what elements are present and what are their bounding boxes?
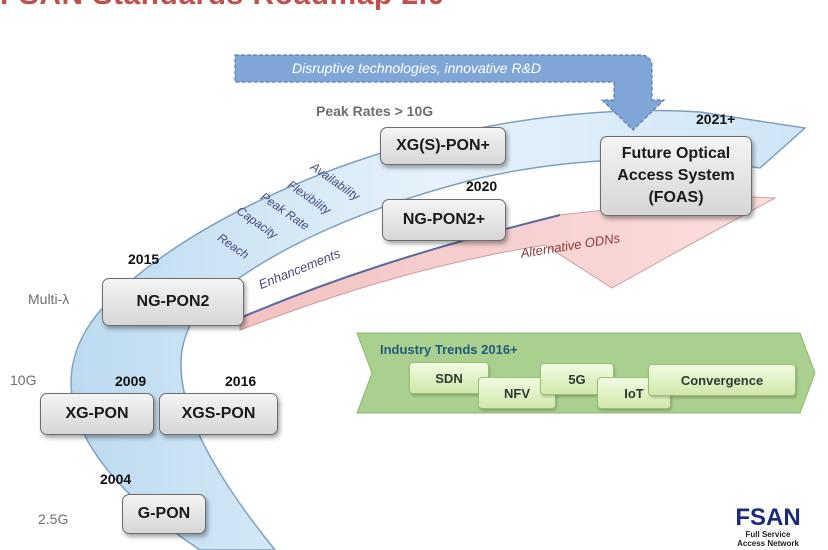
industry-trends-title: Industry Trends 2016+ xyxy=(380,342,518,357)
fsan-logo: FSAN Full Service Access Network xyxy=(728,504,808,549)
year-2020: 2020 xyxy=(466,178,498,194)
year-2016: 2016 xyxy=(225,373,257,389)
logo-name: FSAN xyxy=(735,504,801,531)
year-2015: 2015 xyxy=(128,251,160,267)
node-xgpon: XG-PON xyxy=(40,393,154,435)
node-ngpon2: NG-PON2 xyxy=(102,278,244,326)
trend-chip-sdn: SDN xyxy=(409,362,489,394)
foas-line3: (FOAS) xyxy=(648,189,704,206)
rate-10g: 10G xyxy=(10,372,37,388)
ribbon-edge xyxy=(239,214,561,319)
node-xgspon: XGS-PON xyxy=(159,393,278,435)
logo-line1: Full Service xyxy=(745,530,791,539)
year-2004: 2004 xyxy=(100,471,132,487)
disruptive-banner-arrow xyxy=(234,54,666,131)
foas-line2: Access System xyxy=(617,167,735,184)
trend-chip-convergence: Convergence xyxy=(648,364,796,396)
node-foas: Future Optical Access System (FOAS) xyxy=(600,136,752,216)
rate-multi-lambda: Multi-λ xyxy=(28,291,70,307)
page-title: FSAN Standards Roadmap 2.0 xyxy=(0,0,445,12)
peak-rates-label: Peak Rates > 10G xyxy=(316,103,434,119)
disruptive-banner-label: Disruptive technologies, innovative R&D xyxy=(292,60,542,76)
logo-line2: Access Network xyxy=(737,539,799,548)
year-2021-plus: 2021+ xyxy=(696,111,736,127)
node-xgspon-plus: XG(S)-PON+ xyxy=(380,127,506,165)
foas-line1: Future Optical xyxy=(621,145,731,162)
trend-chip-iot: IoT xyxy=(597,377,671,409)
node-gpon: G-PON xyxy=(122,494,206,534)
rate-2-5g: 2.5G xyxy=(38,511,69,527)
node-ngpon2-plus: NG-PON2+ xyxy=(382,199,506,241)
year-2009: 2009 xyxy=(115,373,147,389)
